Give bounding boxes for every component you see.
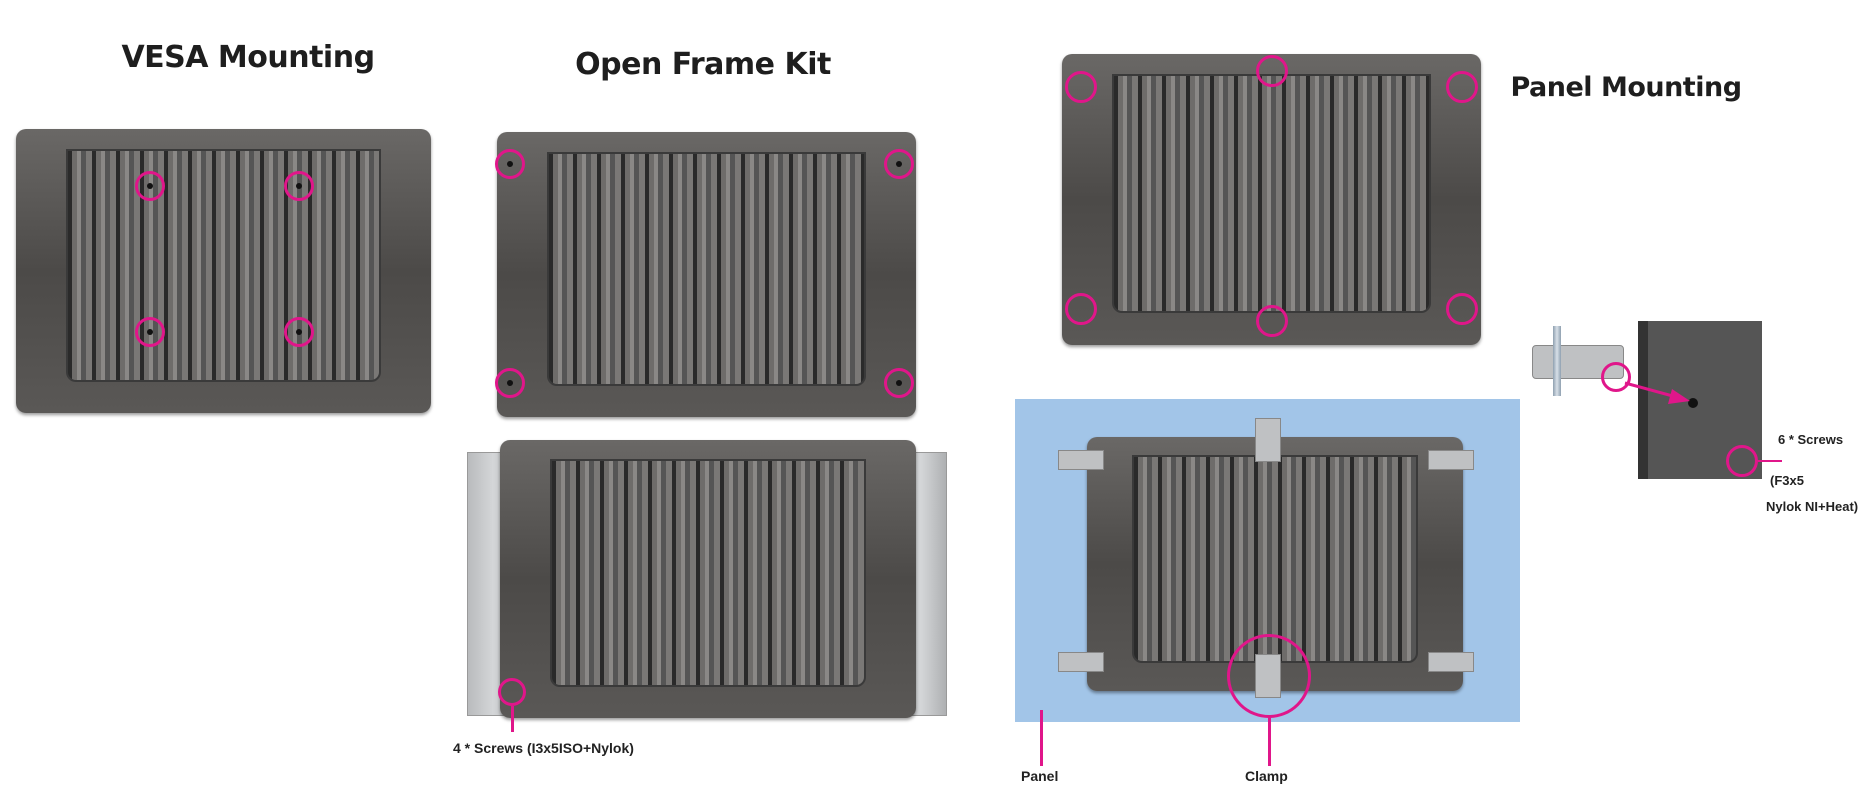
highlight-circle [1256,55,1288,87]
panel-mount-device-image [1062,54,1481,345]
callout-line [1268,718,1271,766]
highlight-circle [1446,293,1478,325]
heatsink-fins [547,151,866,386]
highlight-circle [1601,362,1631,392]
callout-line [1040,710,1043,766]
highlight-circle [135,317,165,347]
vesa-device-image [16,129,431,413]
open-frame-kit-device-image [500,440,916,718]
panel-label: Panel [1021,768,1059,784]
callout-line [1758,460,1782,462]
clamp [1255,418,1281,462]
open-frame-title: Open Frame Kit [575,47,831,82]
callout-line [511,706,514,732]
highlight-circle [284,317,314,347]
vesa-title: VESA Mounting [121,40,375,75]
highlight-circle [884,368,914,398]
heatsink-fins [1132,454,1418,664]
highlight-circle [884,149,914,179]
panel-mounting-title: Panel Mounting [1510,72,1742,103]
highlight-circle [495,149,525,179]
clamp-highlight-circle [1227,634,1311,718]
highlight-circle [135,171,165,201]
highlight-circle [1065,293,1097,325]
heatsink-fins [1112,74,1431,313]
clamp-screw [1553,326,1561,396]
highlight-circle [1446,71,1478,103]
highlight-circle [1065,71,1097,103]
panel-screw-spec-2: Nylok NI+Heat) [1766,499,1859,514]
clamp [1428,450,1474,470]
heatsink-fins [65,148,382,382]
highlight-circle [495,368,525,398]
highlight-circle [1256,305,1288,337]
open-frame-device-image [497,132,916,417]
clamp-label: Clamp [1245,768,1288,784]
screw-highlight-circle [1726,445,1758,477]
panel-screw-spec-1: (F3x5 [1770,473,1804,488]
panel-screws-label: 6 * Screws [1778,432,1844,447]
highlight-circle [284,171,314,201]
heatsink-fins [549,459,867,688]
open-frame-screw-label: 4 * Screws (I3x5ISO+Nylok) [453,740,634,756]
screw-highlight-circle [498,678,526,706]
clamp [1058,450,1104,470]
clamp [1428,652,1474,672]
mount-hole [1688,398,1698,408]
clamp [1058,652,1104,672]
